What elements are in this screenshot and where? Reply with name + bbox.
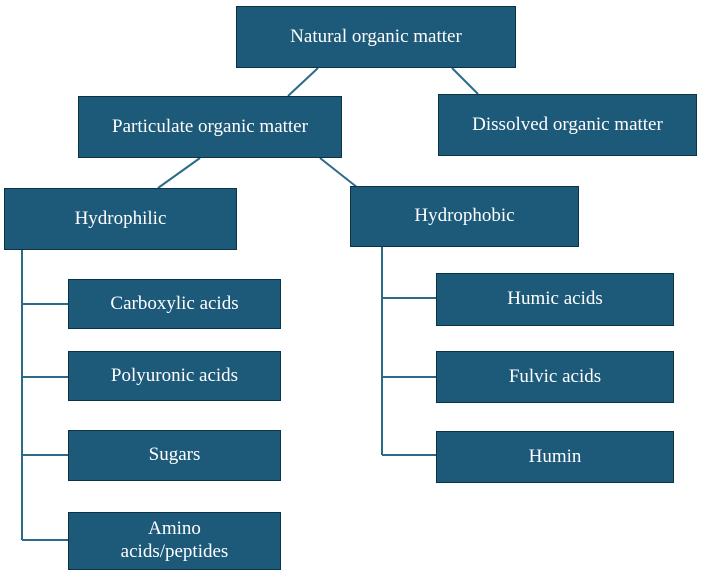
edge-pom-hydrophobic: [319, 157, 359, 189]
node-polyuronic-acids: Polyuronic acids: [68, 351, 281, 401]
node-humin: Humin: [436, 431, 674, 483]
node-humic-acids: Humic acids: [436, 273, 674, 326]
edge-nom-dom: [451, 67, 479, 95]
node-sugars: Sugars: [68, 430, 281, 481]
node-dissolved-organic-matter: Dissolved organic matter: [438, 94, 697, 156]
node-hydrophilic: Hydrophilic: [4, 188, 237, 250]
node-hydrophobic: Hydrophobic: [350, 186, 579, 247]
edge-pom-hydrophilic: [157, 157, 201, 189]
edge-nom-pom: [287, 67, 319, 97]
node-fulvic-acids: Fulvic acids: [436, 351, 674, 403]
node-natural-organic-matter: Natural organic matter: [236, 6, 516, 68]
node-amino-acids-peptides: Amino acids/peptides: [68, 512, 281, 570]
node-carboxylic-acids: Carboxylic acids: [68, 279, 281, 329]
node-particulate-organic-matter: Particulate organic matter: [78, 96, 342, 158]
